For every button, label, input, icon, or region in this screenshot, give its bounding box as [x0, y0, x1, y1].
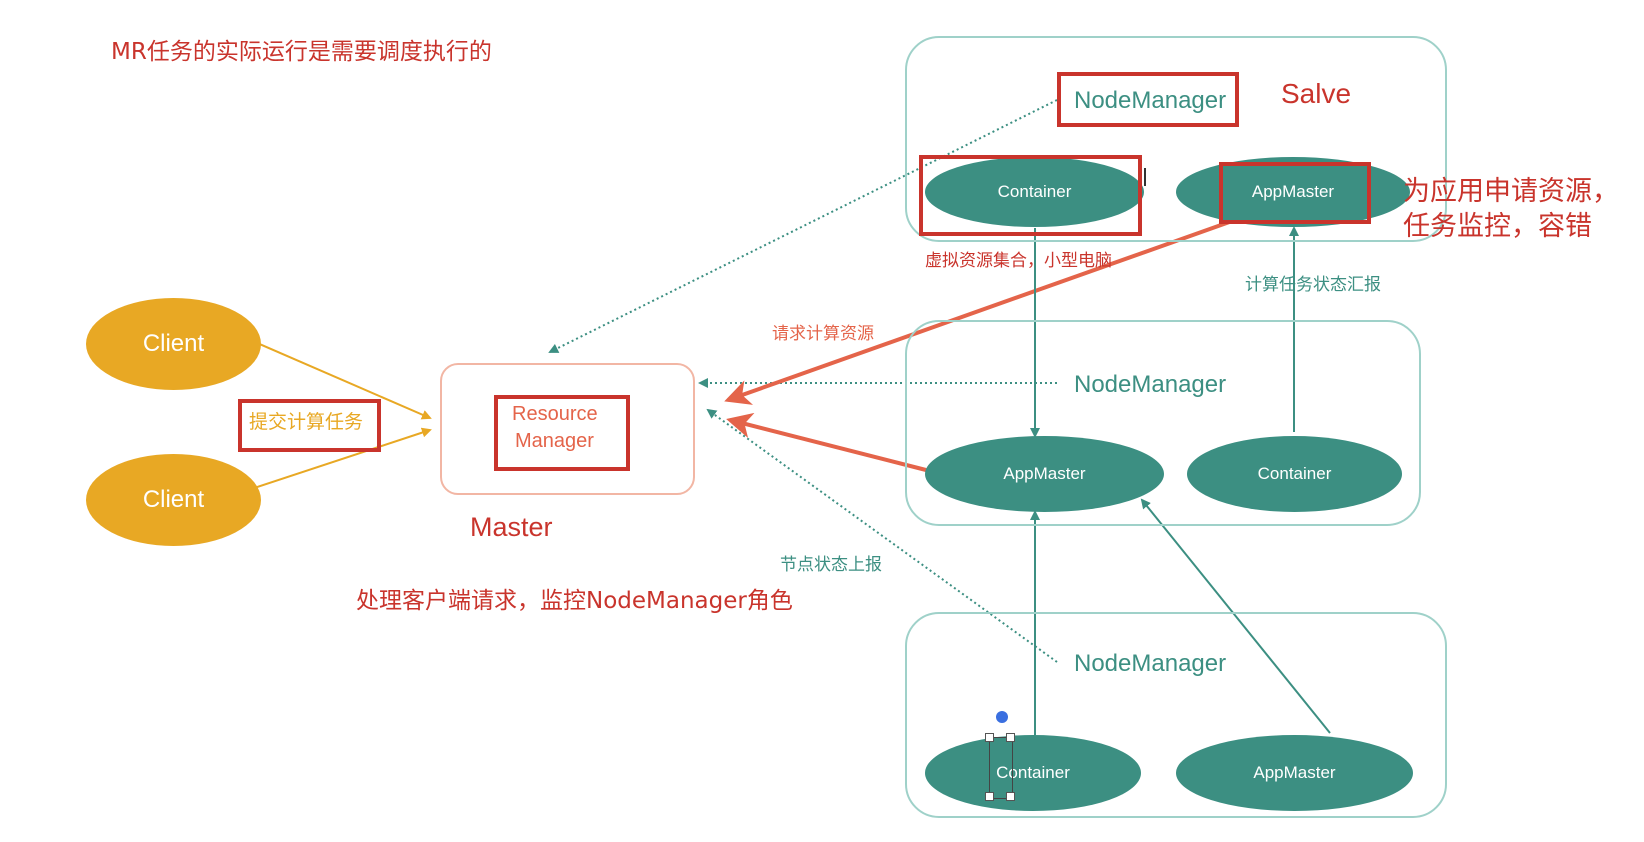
text-cursor-icon: [1144, 168, 1146, 186]
node-3-box: [905, 612, 1447, 818]
appmaster-note-line2: 任务监控，容错: [1403, 211, 1592, 242]
node-1-container-highlight: [919, 155, 1142, 236]
selection-handle: [1006, 733, 1015, 742]
resource-manager-line2: Manager: [515, 430, 594, 452]
selection-dot: [996, 711, 1008, 723]
selection-handle: [985, 792, 994, 801]
node-2-container-label: Container: [1257, 464, 1332, 483]
node-1-status-arrow: [548, 99, 1058, 353]
appmaster-3-to-appmaster-2-arrow: [1140, 498, 1331, 734]
node-2-box: [905, 320, 1421, 526]
report-node-status-label: 节点状态上报: [780, 555, 882, 575]
node-3-container-label: Container: [996, 763, 1070, 782]
resource-manager-highlight: [494, 395, 630, 471]
node-1-box: [905, 36, 1447, 242]
node-1-container: Container: [925, 157, 1144, 227]
node-2-appmaster-label: AppMaster: [1003, 464, 1086, 483]
node-2-nodemanager: NodeManager: [1074, 371, 1227, 398]
appmaster-2-request-arrow: [726, 412, 927, 472]
node-1-appmaster: AppMaster: [1176, 157, 1410, 227]
node-3-appmaster-label: AppMaster: [1253, 763, 1336, 782]
resource-manager-line1: Resource: [512, 403, 598, 425]
request-resources-label: 请求计算资源: [772, 324, 874, 344]
node-1-appmaster-label: AppMaster: [1251, 182, 1335, 201]
client-1-label: Client: [142, 330, 205, 357]
node-1-nodemanager-highlight: [1057, 72, 1239, 127]
slave-label: Salve: [1281, 78, 1352, 109]
appmaster-note-line1: 为应用申请资源，: [1403, 176, 1619, 207]
client-node-1: Client: [86, 298, 261, 390]
node-2-appmaster: AppMaster: [925, 436, 1164, 512]
client-node-2: Client: [86, 454, 261, 546]
node-2-container: Container: [1187, 436, 1402, 512]
report-task-status-label: 计算任务状态汇报: [1245, 275, 1381, 295]
node-3-nodemanager: NodeManager: [1074, 650, 1227, 677]
master-note: 处理客户端请求，监控NodeManager角色: [356, 588, 793, 614]
submit-task-label: 提交计算任务: [249, 411, 364, 433]
submit-label-highlight: [238, 399, 381, 452]
node-1-container-label: Container: [997, 182, 1072, 201]
selection-handle: [1006, 792, 1015, 801]
master-label: Master: [470, 512, 553, 542]
title-note: MR任务的实际运行是需要调度执行的: [111, 39, 492, 65]
client-2-label: Client: [142, 486, 205, 513]
selection-handle: [985, 733, 994, 742]
node-1-appmaster-highlight: [1219, 162, 1371, 224]
node-3-container: Container: [925, 735, 1141, 811]
client-1-submit-arrow: [247, 338, 432, 420]
node-1-nodemanager: NodeManager: [1074, 87, 1227, 114]
resource-manager-container: [440, 363, 695, 495]
node-3-status-arrow: [706, 408, 1058, 663]
container-note: 虚拟资源集合，小型电脑: [925, 251, 1112, 271]
appmaster-1-request-arrow: [724, 212, 1253, 405]
selection-frame: [989, 737, 1013, 799]
node-3-appmaster: AppMaster: [1176, 735, 1413, 811]
client-2-submit-arrow: [247, 427, 432, 491]
